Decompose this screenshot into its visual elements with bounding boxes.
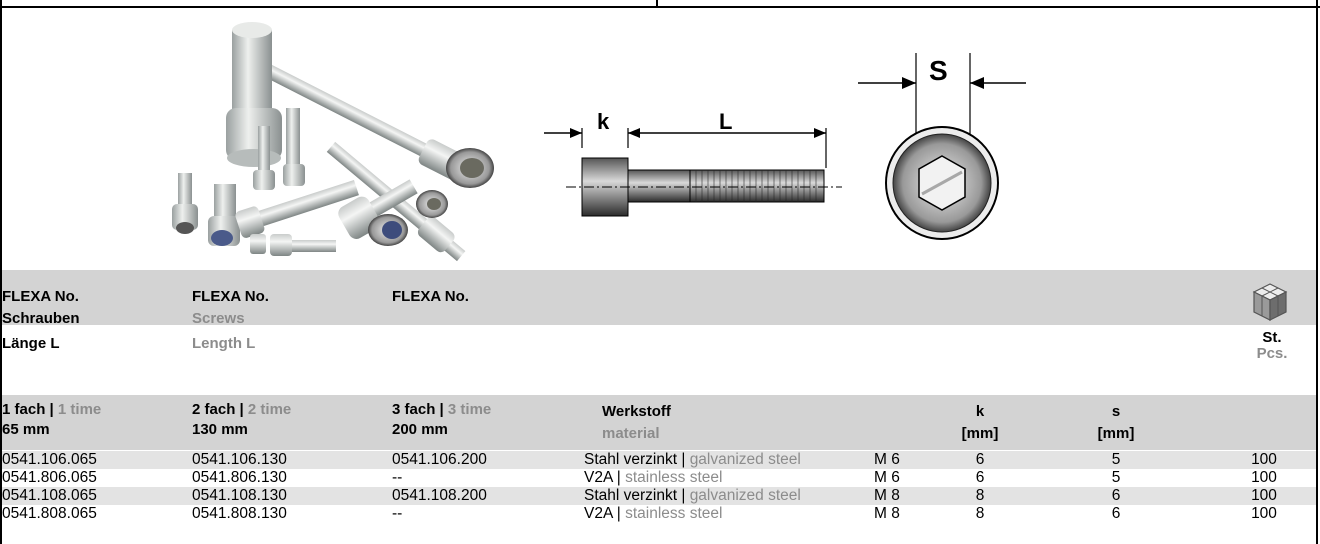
s-column-label: s [1111,403,1121,420]
material-en: galvanized steel [689,487,801,504]
cell-size: M 6 [874,469,900,486]
cell-pcs: 100 [1251,451,1277,468]
col1-subtitle: Schrauben [2,310,80,327]
cell-no3: -- [392,469,403,486]
fach3-length: 200 mm [392,421,448,438]
cell-size: M 8 [874,505,900,522]
L-dimension-label: L [719,109,732,134]
cell-no1: 0541.808.065 [2,505,97,522]
material-de: Stahl verzinkt | [584,451,686,468]
fach1-de: 1 fach | [2,401,54,418]
cell-no2: 0541.106.130 [192,451,287,468]
S-dimension-label: S [929,55,948,86]
header-variants: 1 fach | 1 time 65 mm 2 fach | 2 time 13… [2,395,1316,450]
material-en: galvanized steel [689,451,801,468]
cell-k: 6 [975,451,985,468]
table-row: 0541.808.065 0541.808.130 -- V2A | stain… [2,505,1316,523]
material-de: Stahl verzinkt | [584,487,686,504]
fach2-length: 130 mm [192,421,248,438]
fach2-en: 2 time [247,401,292,418]
cell-no3: -- [392,505,403,522]
fach2-de: 2 fach | [192,401,244,418]
col2-title: FLEXA No. [192,288,269,305]
side-view-drawing: k L [544,109,842,217]
header-flexa-numbers: FLEXA No. Schrauben FLEXA No. Screws FLE… [2,270,1316,327]
length-label-de: Länge L [2,335,60,352]
table-row: 0541.806.065 0541.806.130 -- V2A | stain… [2,469,1316,487]
s-column-unit: [mm] [1097,425,1135,442]
cell-no1: 0541.108.065 [2,487,97,504]
cell-material: Stahl verzinkt | galvanized steel [584,487,801,505]
pcs-label-de: St. [1262,329,1282,346]
cell-no2: 0541.808.130 [192,505,287,522]
fach3-de: 3 fach | [392,401,444,418]
cell-no3: 0541.106.200 [392,451,487,468]
table-row: 0541.108.065 0541.108.130 0541.108.200 S… [2,487,1316,505]
cell-no3: 0541.108.200 [392,487,487,504]
screws-photo [172,22,494,262]
k-dimension-label: k [597,109,610,134]
material-de: V2A | [584,469,621,486]
fach2-label: 2 fach | 2 time [192,401,291,418]
col1-title: FLEXA No. [2,288,79,305]
cell-k: 8 [975,487,985,504]
cell-k: 6 [975,469,985,486]
cell-s: 6 [1111,487,1121,504]
cell-size: M 6 [874,451,900,468]
cell-material: V2A | stainless steel [584,505,722,523]
material-en: stainless steel [625,505,723,522]
divider [656,0,658,7]
cell-no2: 0541.108.130 [192,487,287,504]
cell-s: 5 [1111,469,1121,486]
box-package-icon [1250,282,1290,322]
top-view-drawing: S [858,53,1026,240]
fach1-label: 1 fach | 1 time [2,401,101,418]
fach1-length: 65 mm [2,421,50,438]
cell-s: 5 [1111,451,1121,468]
cell-no1: 0541.806.065 [2,469,97,486]
material-label-de: Werkstoff [602,403,671,420]
cell-material: Stahl verzinkt | galvanized steel [584,451,801,469]
divider [0,6,1320,8]
cell-no1: 0541.106.065 [2,451,97,468]
col2-subtitle: Screws [192,310,245,327]
cell-pcs: 100 [1251,487,1277,504]
length-label-en: Length L [192,335,256,352]
fach1-en: 1 time [57,401,102,418]
material-en: stainless steel [625,469,723,486]
header-length: Länge L Length L St. Pcs. [2,325,1316,395]
cell-pcs: 100 [1251,469,1277,486]
cell-no2: 0541.806.130 [192,469,287,486]
pcs-label-en: Pcs. [1256,345,1288,362]
table-row: 0541.106.065 0541.106.130 0541.106.200 S… [2,451,1316,469]
col3-title: FLEXA No. [392,288,469,305]
k-column-label: k [975,403,985,420]
cell-material: V2A | stainless steel [584,469,722,487]
cell-s: 6 [1111,505,1121,522]
fach3-label: 3 fach | 3 time [392,401,491,418]
cell-size: M 8 [874,487,900,504]
illustration-canvas: k L S [172,22,1026,262]
k-column-unit: [mm] [961,425,999,442]
cell-pcs: 100 [1251,505,1277,522]
fach3-en: 3 time [447,401,492,418]
material-de: V2A | [584,505,621,522]
product-illustrations: k L S [0,8,1320,270]
cell-k: 8 [975,505,985,522]
top-border [0,0,1320,8]
material-label-en: material [602,425,660,442]
